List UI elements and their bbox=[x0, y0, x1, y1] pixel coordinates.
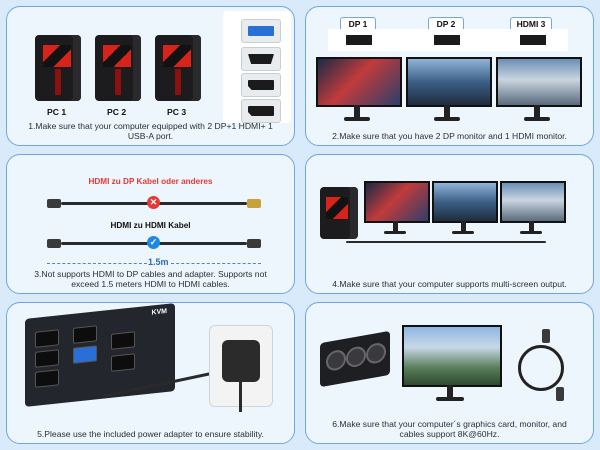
kvm-switch-icon: KVM bbox=[25, 303, 175, 407]
hdmi-plug-icon bbox=[47, 239, 61, 248]
pc-tower-icon bbox=[35, 35, 81, 101]
cable-coil-icon bbox=[518, 345, 564, 391]
panel-caption: 1.Make sure that your computer equipped … bbox=[28, 121, 273, 141]
hdmi-port-icon bbox=[241, 47, 281, 71]
panel-multiscreen: 4.Make sure that your computer supports … bbox=[305, 154, 594, 294]
cable-connectors bbox=[328, 29, 568, 51]
hdmi-plug-icon bbox=[542, 329, 550, 343]
usb-a-port-icon bbox=[241, 19, 281, 43]
pc-label: PC 3 bbox=[167, 107, 187, 117]
bad-cable-label: HDMI zu DP Kabel oder anderes bbox=[88, 177, 213, 186]
pc-label: PC 2 bbox=[107, 107, 127, 117]
panel-monitors: DP 1 DP 2 HDMI 3 2.Make sure that you ha… bbox=[305, 6, 594, 146]
instruction-grid: PC 1 PC 2 PC 3 1.Make sure that your com… bbox=[6, 6, 594, 444]
hdmi-plug-icon bbox=[47, 199, 61, 208]
pc-tower-icon bbox=[155, 35, 201, 101]
hdmi-plug-icon bbox=[556, 387, 564, 401]
cable-line bbox=[346, 241, 546, 243]
displayport-plug-icon bbox=[247, 199, 261, 208]
power-adapter-icon bbox=[222, 340, 260, 382]
hdmi-plug-icon bbox=[247, 239, 261, 248]
pc-tower-icon bbox=[320, 187, 358, 239]
displayport-icon bbox=[241, 99, 281, 123]
panel-caption: 6.Make sure that your computer´s graphic… bbox=[332, 419, 567, 439]
panel-caption: 2.Make sure that you have 2 DP monitor a… bbox=[332, 130, 567, 141]
displayport-icon bbox=[241, 73, 281, 97]
panel-power-adapter: KVM 5.Please use the included power adap… bbox=[6, 302, 295, 444]
device-label: KVM bbox=[151, 307, 167, 317]
length-dash bbox=[171, 263, 261, 264]
panel-8k-support: 6.Make sure that your computer´s graphic… bbox=[305, 302, 594, 444]
panel-cables: HDMI zu DP Kabel oder anderes ✕ HDMI zu … bbox=[6, 154, 295, 294]
panel-computer-ports: PC 1 PC 2 PC 3 1.Make sure that your com… bbox=[6, 6, 295, 146]
panel-caption: 3.Not supports HDMI to DP cables and ada… bbox=[34, 269, 267, 289]
length-label: 1.5m bbox=[148, 257, 169, 267]
panel-caption: 4.Make sure that your computer supports … bbox=[332, 278, 567, 289]
graphics-card-icon bbox=[320, 330, 390, 388]
panel-caption: 5.Please use the included power adapter … bbox=[37, 428, 264, 439]
wall-outlet bbox=[209, 325, 273, 412]
error-cross-icon: ✕ bbox=[147, 196, 160, 209]
pc-label: PC 1 bbox=[47, 107, 67, 117]
length-dash bbox=[47, 263, 147, 264]
check-icon: ✓ bbox=[147, 236, 160, 249]
good-cable-label: HDMI zu HDMI Kabel bbox=[110, 221, 191, 230]
pc-tower-icon bbox=[95, 35, 141, 101]
